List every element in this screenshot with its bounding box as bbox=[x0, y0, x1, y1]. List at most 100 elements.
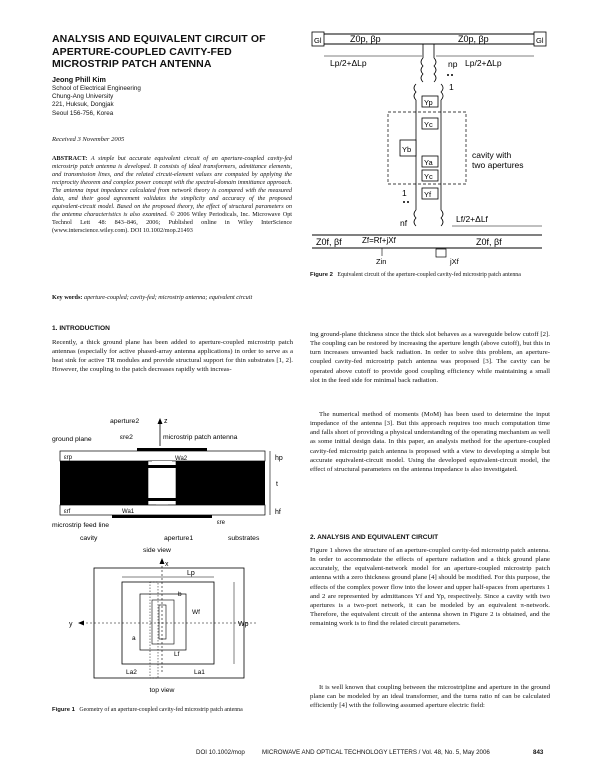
aperture-1-edge bbox=[148, 498, 176, 501]
nf-label: nf bbox=[400, 218, 408, 228]
side-view-diagram: z aperture2 ground plane εre2 microstrip… bbox=[52, 418, 283, 554]
y-axis-arrow bbox=[78, 620, 84, 626]
ya-element bbox=[421, 155, 439, 168]
keywords-label: Key words: bbox=[52, 294, 83, 301]
abstract-label: ABSTRACT: bbox=[52, 155, 88, 162]
footer-doi: DOI 10.1002/mop bbox=[196, 749, 245, 756]
lf-label: Lf/2+ΔLf bbox=[456, 214, 489, 224]
right-load-label: Gl bbox=[536, 36, 544, 45]
figure-1-caption-text: Geometry of an aperture-coupled cavity-f… bbox=[79, 707, 243, 713]
stub-reactance bbox=[435, 248, 447, 258]
t-label: t bbox=[276, 481, 278, 488]
affiliation-line: Seoul 156-756, Korea bbox=[52, 109, 114, 117]
ground-outline bbox=[93, 567, 245, 679]
yb-label: Yb bbox=[402, 145, 411, 154]
aperture2-label: aperture2 bbox=[110, 418, 139, 425]
y-axis-label: y bbox=[69, 621, 73, 628]
figure-1-label: Figure 1 bbox=[52, 707, 75, 713]
ground-plane-label: ground plane bbox=[52, 436, 92, 443]
z0p-right-label: Z0p, βp bbox=[458, 34, 489, 44]
author-affiliation: School of Electrical Engineering Chung-A… bbox=[52, 85, 141, 118]
np-primary-coil bbox=[420, 44, 424, 83]
np-ratio-one: 1 bbox=[449, 82, 454, 92]
affiliation-line: 221, Huksuk, Dongjak bbox=[52, 101, 114, 109]
eps-rf-label: εrf bbox=[64, 509, 71, 515]
top-view-diagram: x y Lp b Wf Wp a Lf La2 La1 top view bbox=[69, 558, 257, 694]
affiliation-line: School of Electrical Engineering bbox=[52, 85, 141, 92]
left-load-box bbox=[311, 31, 325, 47]
wf-label: Wf bbox=[192, 609, 200, 616]
top-view-caption: top view bbox=[150, 687, 175, 694]
patch-conductor bbox=[137, 448, 207, 451]
feed-line-outline bbox=[149, 581, 159, 679]
z0f-right-label: Z0f, βf bbox=[476, 237, 502, 247]
patch-outline bbox=[121, 581, 215, 665]
nf-dot bbox=[403, 201, 405, 203]
author-name: Jeong Phill Kim bbox=[52, 75, 106, 84]
mom-paragraph: The numerical method of moments (MoM) ha… bbox=[310, 411, 550, 473]
yb-element bbox=[399, 139, 417, 157]
left-load-label: Gl bbox=[314, 36, 322, 45]
ya-label: Ya bbox=[424, 158, 433, 167]
hp-label: hp bbox=[275, 455, 283, 462]
eps-re-label: εre bbox=[217, 520, 226, 526]
cavity-label: cavity bbox=[80, 535, 98, 542]
wa2-label: Wa2 bbox=[175, 456, 188, 462]
section-heading-analysis: 2. ANALYSIS AND EQUIVALENT CIRCUIT bbox=[310, 534, 439, 541]
z0f-left-label: Z0f, βf bbox=[316, 237, 342, 247]
keywords: Key words: aperture-coupled; cavity-fed;… bbox=[52, 294, 292, 302]
received-date: Received 3 November 2005 bbox=[52, 136, 125, 143]
abstract-copyright: © 2006 Wiley Periodicals, Inc. Microwave… bbox=[52, 211, 293, 235]
yc-bottom-label: Yc bbox=[424, 172, 433, 181]
footer-page-number: 843 bbox=[533, 749, 544, 756]
substrates-label: substrates bbox=[228, 535, 260, 542]
z-axis-arrow bbox=[157, 418, 163, 424]
transformer-paragraph: It is well known that coupling between t… bbox=[310, 684, 550, 710]
x-axis-label: x bbox=[165, 561, 169, 568]
cavity-region bbox=[147, 460, 177, 506]
intro-continued-paragraph: ing ground-plane thickness since the thi… bbox=[310, 331, 550, 384]
la2-label: La2 bbox=[126, 669, 137, 676]
abstract-text: A simple but accurate equivalent circuit… bbox=[52, 155, 293, 219]
intro-paragraph: Recently, a thick ground plane has been … bbox=[52, 339, 293, 374]
yc-top-label: Yc bbox=[424, 120, 433, 129]
figure-2-equivalent-circuit: Gl Gl Z0p, βp Z0p, βp Lp/2+ΔLp Lp/2+ΔLp … bbox=[311, 31, 547, 266]
lower-substrate bbox=[59, 504, 266, 516]
zf-label: Zf=Rf+jXf bbox=[362, 236, 397, 245]
yc-top-element bbox=[421, 117, 439, 130]
eps-re2-label: εre2 bbox=[120, 434, 133, 441]
cavity-note-line1: cavity with bbox=[472, 150, 511, 160]
yf-label: Yf bbox=[424, 190, 432, 199]
upper-substrate bbox=[59, 450, 266, 462]
wa1-label: Wa1 bbox=[122, 509, 135, 515]
jxf-label: jXf bbox=[449, 257, 460, 266]
yp-label: Yp bbox=[424, 98, 433, 107]
figure-1-geometry: z aperture2 ground plane εre2 microstrip… bbox=[52, 418, 283, 694]
figure-1-caption: Figure 1 Geometry of an aperture-coupled… bbox=[52, 707, 292, 715]
yp-element bbox=[421, 95, 439, 108]
b-label: b bbox=[178, 591, 182, 598]
affiliation-line: Chung-Ang University bbox=[52, 93, 114, 101]
section-heading-introduction: 1. INTRODUCTION bbox=[52, 325, 110, 332]
la1-label: La1 bbox=[194, 669, 205, 676]
np-label: np bbox=[448, 59, 458, 69]
yf-element bbox=[421, 187, 439, 200]
nf-dot bbox=[407, 201, 409, 203]
hf-label: hf bbox=[275, 509, 281, 516]
x-axis-arrow bbox=[159, 558, 165, 564]
figure-2-label: Figure 2 bbox=[310, 272, 333, 278]
yc-bottom-element bbox=[421, 169, 439, 182]
z0p-left-label: Z0p, βp bbox=[350, 34, 381, 44]
slot-outline bbox=[158, 604, 167, 640]
aperture-2-slot bbox=[152, 461, 172, 465]
wp-label: Wp bbox=[238, 621, 249, 628]
lp-left-label: Lp/2+ΔLp bbox=[330, 58, 367, 68]
lp-label: Lp bbox=[187, 570, 195, 577]
keywords-text: aperture-coupled; cavity-fed; microstrip… bbox=[83, 294, 253, 301]
figure-2-caption-text: Equivalent circuit of the aperture-coupl… bbox=[337, 272, 521, 278]
cavity-outline bbox=[139, 593, 187, 651]
eps-rp-label: εrp bbox=[64, 455, 73, 461]
lp-right-label: Lp/2+ΔLp bbox=[465, 58, 502, 68]
nf-upper-coils bbox=[413, 209, 444, 227]
article-title: ANALYSIS AND EQUIVALENT CIRCUIT OF APERT… bbox=[52, 33, 266, 70]
